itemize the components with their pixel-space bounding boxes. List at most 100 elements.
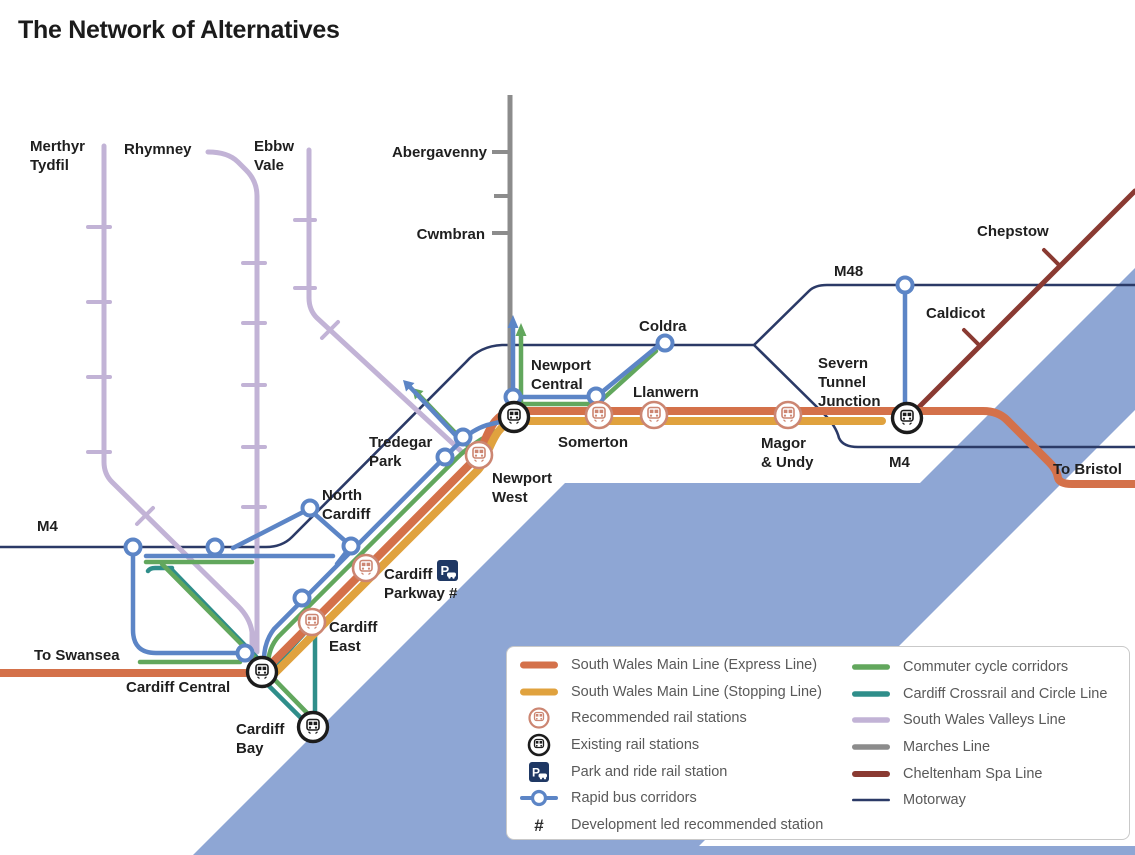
bus-node-icon: [453, 427, 473, 447]
recommended-swatch: [517, 706, 561, 730]
marches-swatch: [849, 735, 893, 759]
motorway-legend-icon: [852, 798, 890, 802]
label-cardiff-central: Cardiff Central: [126, 679, 230, 696]
legend-item-label: Existing rail stations: [571, 737, 700, 754]
station-cardiff-parkway-recommended-icon: [351, 553, 381, 583]
label-to-bristol: To Bristol: [1053, 461, 1122, 478]
legend-item-label: Rapid bus corridors: [571, 790, 697, 807]
stopping-legend-icon: [520, 688, 558, 696]
svg-text:#: #: [534, 816, 544, 835]
bus-node-icon: [205, 537, 225, 557]
crossrail-legend-icon: [852, 691, 890, 697]
existing-legend-icon: [527, 733, 551, 757]
legend-item-label: Cheltenham Spa Line: [903, 765, 1043, 782]
cheltenham-swatch: [849, 762, 893, 786]
bus-node-icon: [292, 588, 312, 608]
legend-item-recommended: Recommended rail stations: [517, 705, 823, 732]
bus-swatch: [517, 786, 561, 810]
legend-item-existing: Existing rail stations: [517, 732, 823, 759]
station-newport-central-existing-icon: [497, 400, 531, 434]
valleys-lines: [86, 143, 465, 655]
station-magor-undy-recommended-icon: [773, 400, 803, 430]
legend-item-cycle: Commuter cycle corridors: [849, 654, 1107, 681]
label-coldra: Coldra: [639, 318, 687, 335]
label-cwmbran: Cwmbran: [417, 226, 485, 243]
cheltenham-spa-line: [911, 188, 1135, 415]
cycle-swatch: [849, 655, 893, 679]
label-m4-right: M4: [889, 454, 910, 471]
marches-legend-icon: [852, 744, 890, 750]
legend-item-label: Motorway: [903, 792, 966, 809]
bus-node-icon: [300, 498, 320, 518]
station-newport-west-recommended-icon: [464, 440, 494, 470]
marches-line: [492, 95, 513, 410]
parkride-swatch: P: [517, 760, 561, 784]
legend-item-motorway: Motorway: [849, 787, 1107, 814]
bus-node-icon: [655, 333, 675, 353]
cheltenham-legend-icon: [852, 770, 890, 777]
label-to-swansea: To Swansea: [34, 647, 120, 664]
bus-node-icon: [123, 537, 143, 557]
legend-box: South Wales Main Line (Express Line) Sout…: [506, 646, 1130, 840]
legend-item-marches: Marches Line: [849, 734, 1107, 761]
stopping-swatch: [517, 680, 561, 704]
bus-node-icon: [435, 447, 455, 467]
legend-item-hash: # Development led recommended station: [517, 812, 823, 839]
label-magor-undy: Magor& Undy: [761, 435, 814, 471]
label-somerton: Somerton: [558, 434, 628, 451]
rail-stations: [245, 400, 924, 744]
legend-item-bus: Rapid bus corridors: [517, 785, 823, 812]
valleys-swatch: [849, 708, 893, 732]
legend-item-valleys: South Wales Valleys Line: [849, 707, 1107, 734]
existing-swatch: [517, 733, 561, 757]
express-legend-icon: [520, 661, 558, 669]
cycle-legend-icon: [852, 664, 890, 671]
legend-item-label: South Wales Main Line (Stopping Line): [571, 683, 822, 700]
legend-item-express: South Wales Main Line (Express Line): [517, 652, 823, 679]
park-and-ride-icon: P: [437, 560, 458, 581]
bus-node-icon: [895, 275, 915, 295]
label-m4-left: M4: [37, 518, 58, 535]
station-somerton-recommended-icon: [584, 400, 614, 430]
legend-column-1: South Wales Main Line (Express Line) Sout…: [517, 652, 823, 838]
station-llanwern-recommended-icon: [639, 400, 669, 430]
page-title: The Network of Alternatives: [18, 16, 340, 44]
legend-item-cheltenham: Cheltenham Spa Line: [849, 760, 1107, 787]
bus-node-icon: [235, 643, 255, 663]
label-caldicot: Caldicot: [926, 305, 985, 322]
station-cardiff-east-recommended-icon: [297, 607, 327, 637]
bus-legend-icon: [520, 790, 558, 807]
parkride-legend-icon: P: [529, 761, 549, 782]
station-cardiff-central-existing-icon: [245, 655, 279, 689]
legend-item-label: South Wales Valleys Line: [903, 712, 1066, 729]
label-abergavenny: Abergavenny: [392, 144, 488, 161]
label-llanwern: Llanwern: [633, 384, 699, 401]
hash-legend-icon: #: [534, 816, 544, 835]
legend-item-crossrail: Cardiff Crossrail and Circle Line: [849, 681, 1107, 708]
hash-swatch: #: [517, 813, 561, 837]
legend-item-stopping: South Wales Main Line (Stopping Line): [517, 679, 823, 706]
recommended-legend-icon: [528, 707, 550, 730]
station-cardiff-bay-existing-icon: [296, 710, 330, 744]
motorway-swatch: [849, 788, 893, 812]
severn-estuary-water: [193, 268, 1135, 855]
label-chepstow: Chepstow: [977, 223, 1049, 240]
valleys-legend-icon: [852, 717, 890, 724]
legend-item-label: Development led recommended station: [571, 816, 824, 833]
express-swatch: [517, 653, 561, 677]
label-rhymney: Rhymney: [124, 141, 192, 158]
legend-item-label: South Wales Main Line (Express Line): [571, 657, 818, 674]
